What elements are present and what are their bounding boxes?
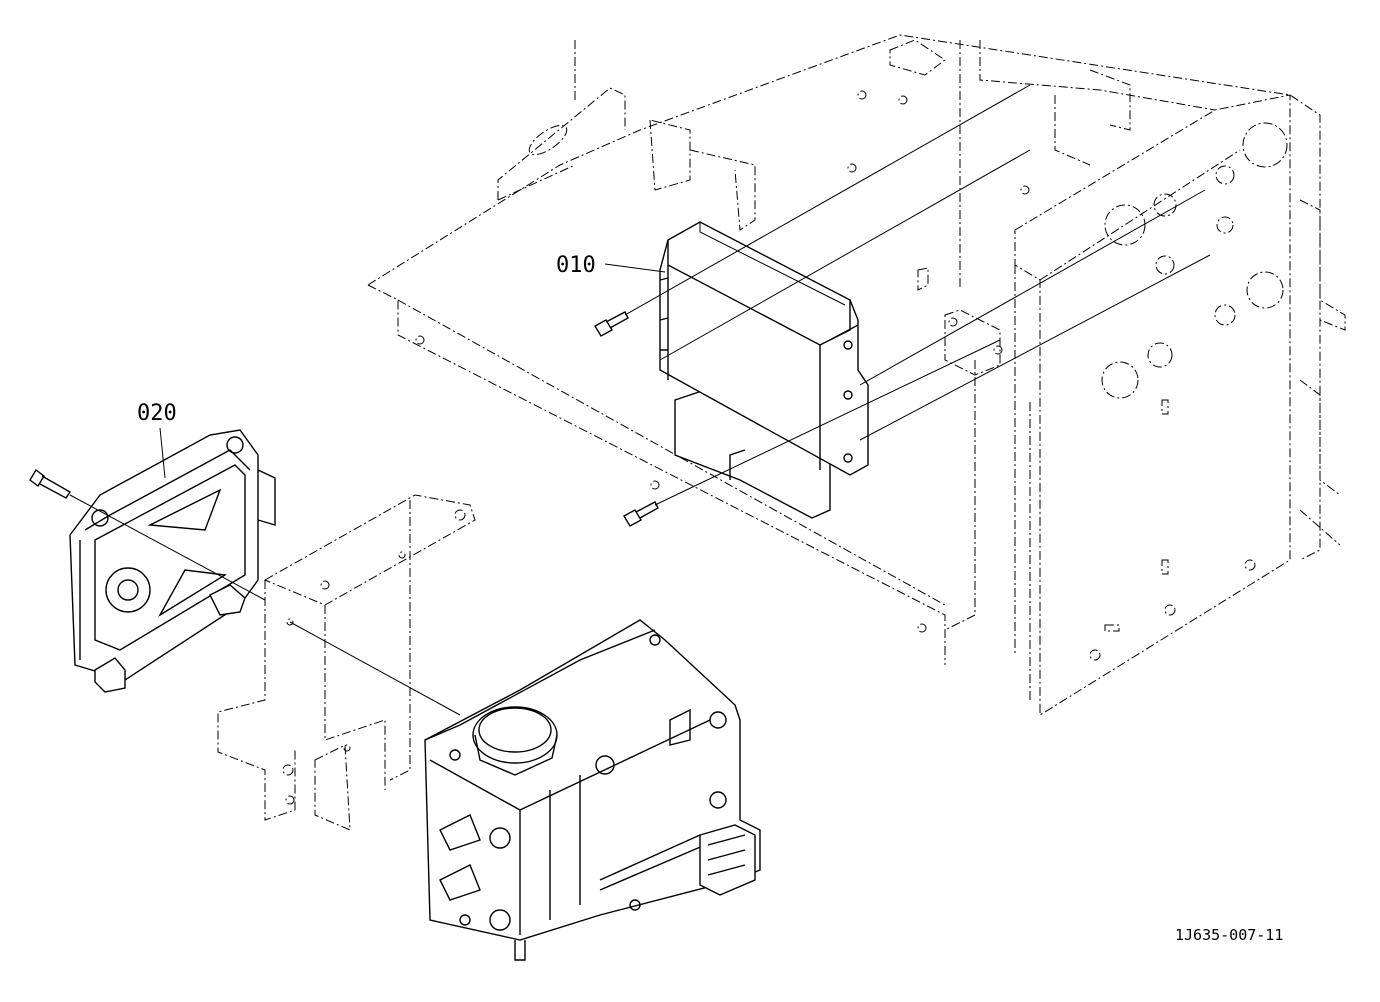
controller-box-icon	[659, 221, 869, 519]
hydraulic-valve-block-icon	[424, 619, 761, 961]
callout-leader-020	[159, 427, 166, 479]
callout-leader-010	[604, 263, 666, 273]
bolt-icon	[594, 311, 629, 337]
mounting-bracket-icon	[217, 494, 476, 831]
drawing-number: 1J635-007-11	[1175, 926, 1283, 944]
bolt-icon	[29, 468, 71, 499]
controller-box-icon	[69, 429, 276, 693]
chassis-frame-icon	[367, 34, 1346, 716]
callout-010: 010	[556, 253, 596, 278]
bolt-icon	[623, 501, 659, 527]
callout-020: 020	[137, 401, 177, 426]
